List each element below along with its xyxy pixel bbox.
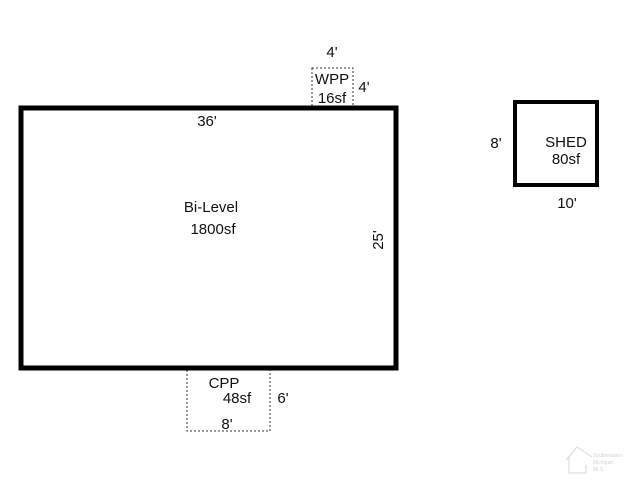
cpp-depth-label: 6' bbox=[277, 390, 288, 407]
main-area: 1800sf bbox=[190, 221, 236, 238]
main-name: Bi-Level bbox=[184, 199, 238, 216]
shed-depth-label: 8' bbox=[490, 135, 501, 152]
shed-area: 80sf bbox=[552, 151, 581, 168]
shed-width-label: 10' bbox=[557, 195, 577, 212]
main-width-label: 36' bbox=[197, 113, 217, 130]
cpp-width-label: 8' bbox=[221, 416, 232, 433]
wpp-name: WPP bbox=[315, 71, 349, 88]
svg-text:Michigan: Michigan bbox=[593, 460, 613, 466]
wpp-depth-label: 4' bbox=[358, 79, 369, 96]
main-depth-label: 25' bbox=[370, 230, 387, 250]
wpp-area: 16sf bbox=[318, 90, 347, 107]
svg-text:MLS: MLS bbox=[593, 467, 604, 473]
cpp-name: CPP bbox=[209, 375, 240, 392]
mls-watermark-logo: Southeastern Michigan MLS bbox=[565, 446, 623, 474]
main-house-outline bbox=[18, 105, 399, 371]
shed-outline bbox=[513, 100, 599, 187]
shed-name: SHED bbox=[545, 134, 587, 151]
cpp-area: 48sf bbox=[223, 390, 252, 407]
svg-text:Southeastern: Southeastern bbox=[593, 453, 623, 459]
wpp-width-label: 4' bbox=[326, 44, 337, 61]
